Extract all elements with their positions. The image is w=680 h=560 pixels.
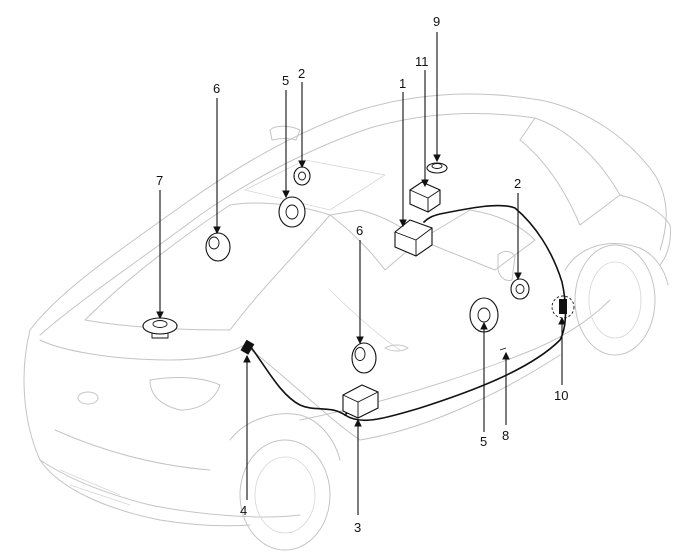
speaker-roof (278, 196, 306, 228)
callout-4: 4 (240, 503, 247, 518)
callout-3: 3 (354, 520, 361, 535)
connector-front (551, 295, 575, 319)
callout-6: 6 (356, 223, 363, 238)
tweeter-front (510, 278, 530, 300)
tweeter-roof (293, 166, 311, 186)
car-body-outline (23, 93, 671, 551)
harness-clip (499, 347, 507, 351)
wiring-harness (249, 204, 567, 422)
callout-8: 8 (502, 428, 509, 443)
head-unit-box (342, 384, 379, 419)
woofer (142, 317, 178, 339)
callout-11: 11 (415, 54, 429, 69)
callout-2: 2 (514, 176, 521, 191)
antenna (426, 162, 448, 174)
callout-1: 1 (399, 76, 406, 91)
audio-module (409, 181, 441, 213)
amplifier-unit (394, 219, 433, 257)
callout-6: 6 (213, 81, 220, 96)
callout-2: 2 (298, 66, 305, 81)
callout-5: 5 (480, 434, 487, 449)
callout-10: 10 (554, 388, 568, 403)
callout-labels: 1 11 9 2 5 6 7 6 2 4 3 5 8 10 (156, 14, 568, 535)
leader-lines (156, 32, 566, 515)
connector-rear (240, 339, 255, 355)
callout-5: 5 (282, 73, 289, 88)
callout-7: 7 (156, 173, 163, 188)
speaker-rear-side (351, 342, 377, 374)
callout-9: 9 (433, 14, 440, 29)
speaker-rear-shelf (205, 232, 231, 262)
